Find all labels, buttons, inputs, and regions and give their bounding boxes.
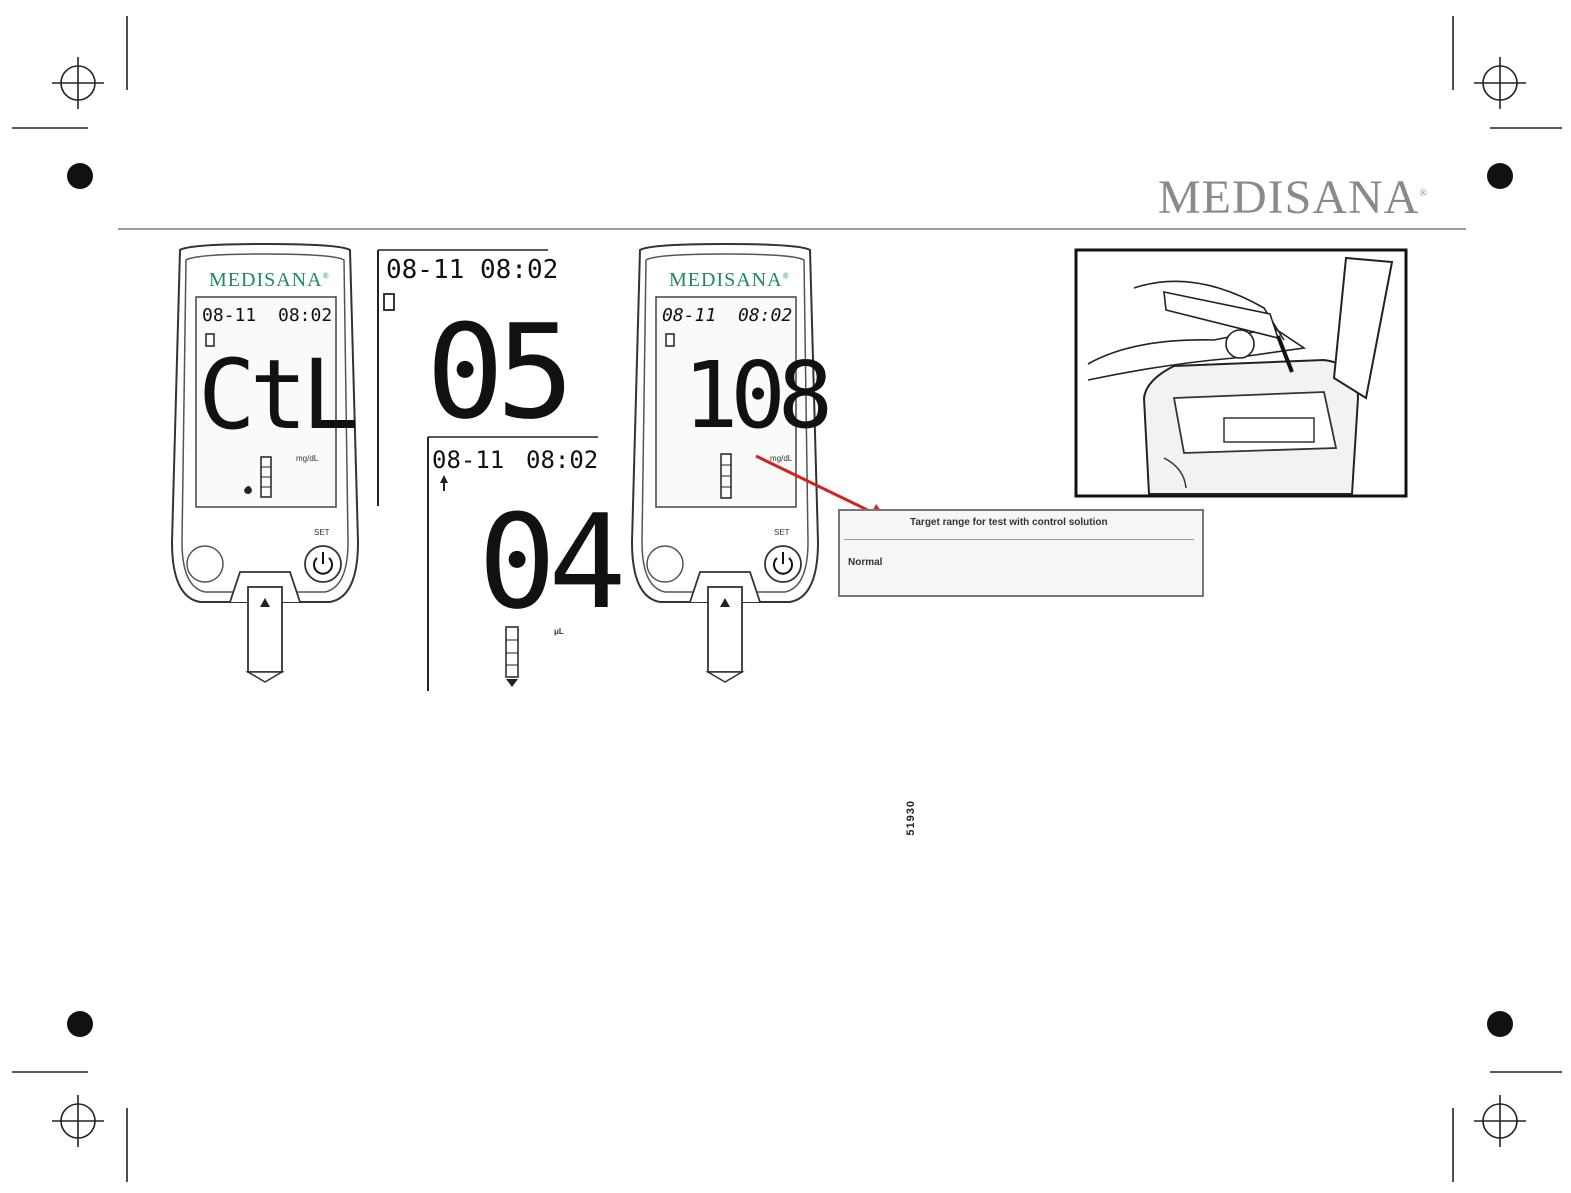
target-range-title: Target range for test with control solut… xyxy=(910,517,1108,528)
left-button-icon xyxy=(646,545,684,583)
meter-right-time: 08:02 xyxy=(738,305,793,326)
meter-left-date: 08-11 xyxy=(202,305,257,326)
meter-right-reading: 108 xyxy=(683,342,833,449)
side-code: 51930 xyxy=(905,800,917,836)
meter-right-brand: MEDISANA® xyxy=(669,269,790,291)
header-divider xyxy=(118,228,1466,230)
panel-05-date: 08-11 xyxy=(386,255,465,285)
meter-left-set-label: SET xyxy=(314,528,330,537)
meter-right-set-label: SET xyxy=(774,528,790,537)
panel-04-unit: μL xyxy=(554,627,564,636)
arrow-up-icon xyxy=(440,475,448,483)
panel-05-time: 08:02 xyxy=(480,255,559,285)
panel-04-time: 08:02 xyxy=(526,446,599,474)
target-range-row-label: Normal xyxy=(848,557,883,568)
meter-left-reading: CtL xyxy=(198,339,359,451)
panel-04-frame xyxy=(427,436,598,691)
panel-04-date: 08-11 xyxy=(432,446,505,474)
panel-05-frame xyxy=(377,249,548,506)
left-button-icon xyxy=(186,545,224,583)
meter-left-brand: MEDISANA® xyxy=(209,269,330,291)
test-strip-icon xyxy=(1276,335,1294,373)
meter-left-unit: mg/dL xyxy=(296,454,319,463)
control-solution-illustration xyxy=(1074,248,1408,498)
battery-icon xyxy=(205,333,215,347)
meter-left-time: 08:02 xyxy=(278,305,333,326)
panel-04-reading: 04 xyxy=(478,486,627,638)
meter-right-unit: mg/dL xyxy=(770,454,793,463)
battery-icon xyxy=(665,333,675,347)
panel-05-reading: 05 xyxy=(426,296,575,448)
table-divider xyxy=(844,539,1194,540)
drop-icon xyxy=(244,486,252,494)
battery-icon xyxy=(383,293,395,311)
meter-right-date: 08-11 xyxy=(662,305,717,326)
target-range-table: Target range for test with control solut… xyxy=(838,509,1204,597)
meter-left-illustration xyxy=(170,242,360,683)
brand-logo: MEDISANA® xyxy=(1158,171,1428,224)
meter-right-illustration xyxy=(630,242,820,683)
